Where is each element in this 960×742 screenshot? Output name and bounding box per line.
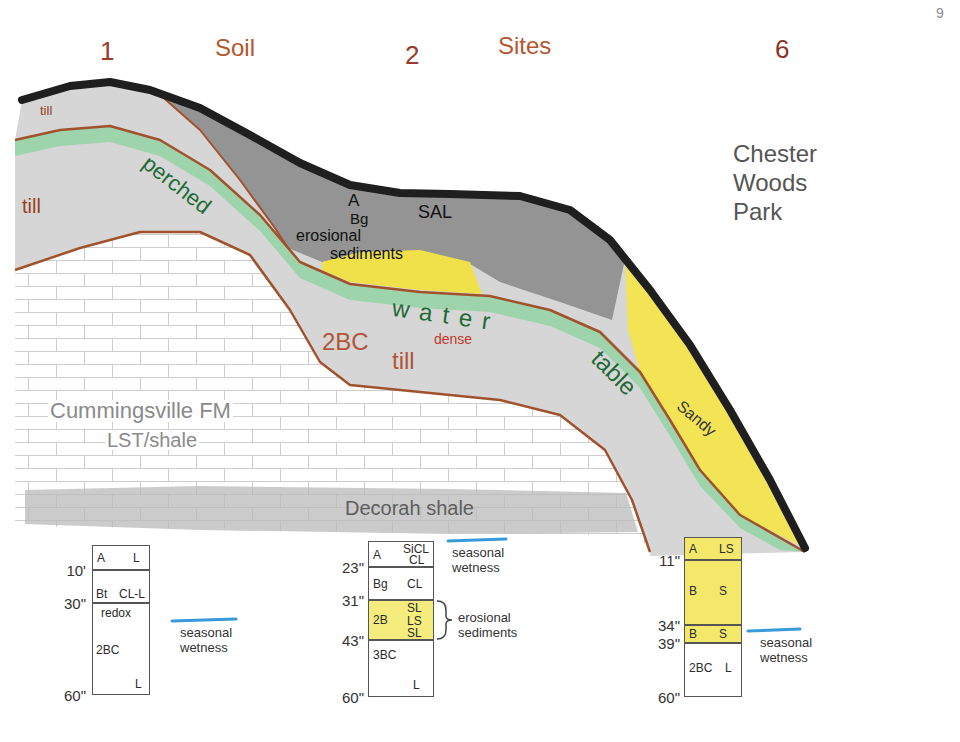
water-table-label: table xyxy=(587,346,641,400)
soil-horizon: redox 2BC L xyxy=(92,603,150,695)
horizon-text: A xyxy=(97,552,105,564)
horizon-text: A xyxy=(689,543,697,555)
horizon-text: 2BC xyxy=(689,662,712,674)
horizon-text: CL-L xyxy=(119,588,145,600)
soil-horizon: 2B SLLSSL xyxy=(368,600,434,640)
horizon-text: S xyxy=(719,628,727,640)
horizon-text: 2B xyxy=(373,614,388,626)
horizon-text: B xyxy=(689,628,697,640)
depth-mark: 31" xyxy=(342,593,364,608)
horizon-text: SL xyxy=(407,602,422,614)
texture-label: SAL xyxy=(418,203,452,221)
depth-mark: 60" xyxy=(342,690,364,705)
horizon-text: LS xyxy=(407,615,422,627)
horizon-text: S xyxy=(719,585,727,597)
sandy-lens xyxy=(625,259,805,548)
layer-label: till xyxy=(392,349,415,373)
formation-label: Decorah shale xyxy=(345,498,474,518)
layer-label: Sandy xyxy=(674,398,719,439)
depth-mark: 60" xyxy=(658,690,680,705)
horizon-text: CL xyxy=(407,578,422,590)
layer-label: 2BC xyxy=(322,330,369,354)
soil-horizon: Bt CL-L xyxy=(92,570,150,603)
soil-horizon: BS xyxy=(684,625,742,643)
soil-horizon: A LS xyxy=(684,537,742,560)
sediment-note: erosional sediments xyxy=(458,611,540,641)
horizon-text: L xyxy=(133,552,140,564)
shale-band xyxy=(25,486,638,534)
depth-mark: 10' xyxy=(66,563,86,578)
depth-mark: 43" xyxy=(342,633,364,648)
soil-horizon: BS xyxy=(684,560,742,625)
title-word: Soil xyxy=(215,36,255,60)
horizon-text: SL xyxy=(407,627,422,639)
horizon-text: L xyxy=(725,662,732,674)
wetness-note: seasonal wetness xyxy=(760,636,824,666)
layer-label: dense xyxy=(434,332,472,346)
horizon-text: LS xyxy=(719,543,734,555)
horizon-label: Bg xyxy=(350,211,368,226)
water-table-label: perched xyxy=(138,152,214,218)
horizon-text: CL xyxy=(409,554,424,566)
horizon-text: 3BC xyxy=(373,649,396,661)
horizon-text: B xyxy=(689,585,697,597)
depth-mark: 34" xyxy=(658,618,680,633)
sediment-label: erosional xyxy=(296,228,361,244)
soil-horizon: ASiCLCL xyxy=(368,541,434,567)
soil-horizon: AL xyxy=(92,545,150,570)
wetness-note: seasonal wetness xyxy=(180,626,244,656)
depth-mark: 23" xyxy=(342,560,364,575)
layer-label: till xyxy=(22,196,41,216)
horizon-text: 2BC xyxy=(96,644,119,656)
layer-label: till xyxy=(40,104,52,117)
wetness-note: seasonal wetness xyxy=(452,546,516,576)
bracket xyxy=(437,601,452,639)
ground-surface xyxy=(22,82,805,548)
formation-label: LST/shale xyxy=(105,430,199,450)
formation-label: Cummingsville FM xyxy=(48,400,233,422)
bedrock-boundary xyxy=(15,232,650,552)
site-number: 6 xyxy=(775,36,789,62)
depth-mark: 39" xyxy=(658,636,680,651)
sediment-label: sediments xyxy=(330,246,403,262)
horizon-label: A xyxy=(348,192,359,209)
depth-mark: 60" xyxy=(64,688,86,703)
title-word: Sites xyxy=(498,34,551,58)
horizon-text: A xyxy=(373,549,381,561)
horizon-text: L xyxy=(413,679,420,691)
ground-fill xyxy=(15,82,805,556)
soil-horizon: Bg CL xyxy=(368,567,434,600)
wetness-mark xyxy=(172,619,236,621)
wetness-mark xyxy=(748,629,800,631)
water-table-label: water xyxy=(391,296,502,335)
wetness-mark xyxy=(448,539,506,541)
park-name: Chester Woods Park xyxy=(733,140,851,226)
site-number: 1 xyxy=(100,38,114,64)
horizon-text: Bg xyxy=(373,578,388,590)
horizon-text: Bt xyxy=(96,588,107,600)
soil-horizon: 2BC L xyxy=(684,643,742,697)
depth-mark: 11" xyxy=(659,553,680,568)
soil-horizon: 3BC L xyxy=(368,640,434,697)
horizon-text: L xyxy=(135,678,142,690)
depth-mark: 30" xyxy=(64,596,86,611)
horizon-text: redox xyxy=(101,607,131,619)
page-number: 9 xyxy=(936,6,944,20)
site-number: 2 xyxy=(405,42,419,68)
